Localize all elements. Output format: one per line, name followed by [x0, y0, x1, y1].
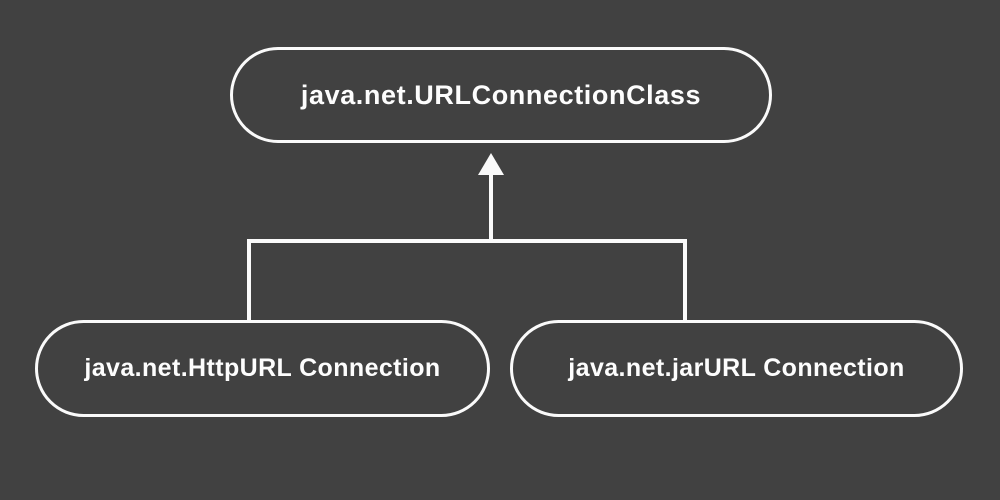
- node-httpurl-connection: java.net.HttpURL Connection: [35, 320, 490, 417]
- up-arrow-icon: [478, 153, 504, 175]
- node-urlconnection-class: java.net.URLConnectionClass: [230, 47, 772, 143]
- node-jarurl-connection: java.net.jarURL Connection: [510, 320, 963, 417]
- connector-horizontal-line: [247, 239, 687, 243]
- connector-left-vertical-line: [247, 239, 251, 320]
- node-urlconnection-class-label: java.net.URLConnectionClass: [300, 79, 702, 110]
- node-httpurl-connection-label: java.net.HttpURL Connection: [84, 354, 441, 382]
- node-jarurl-connection-label: java.net.jarURL Connection: [568, 354, 905, 382]
- inheritance-arrow-shaft: [489, 172, 493, 242]
- connector-right-vertical-line: [683, 239, 687, 320]
